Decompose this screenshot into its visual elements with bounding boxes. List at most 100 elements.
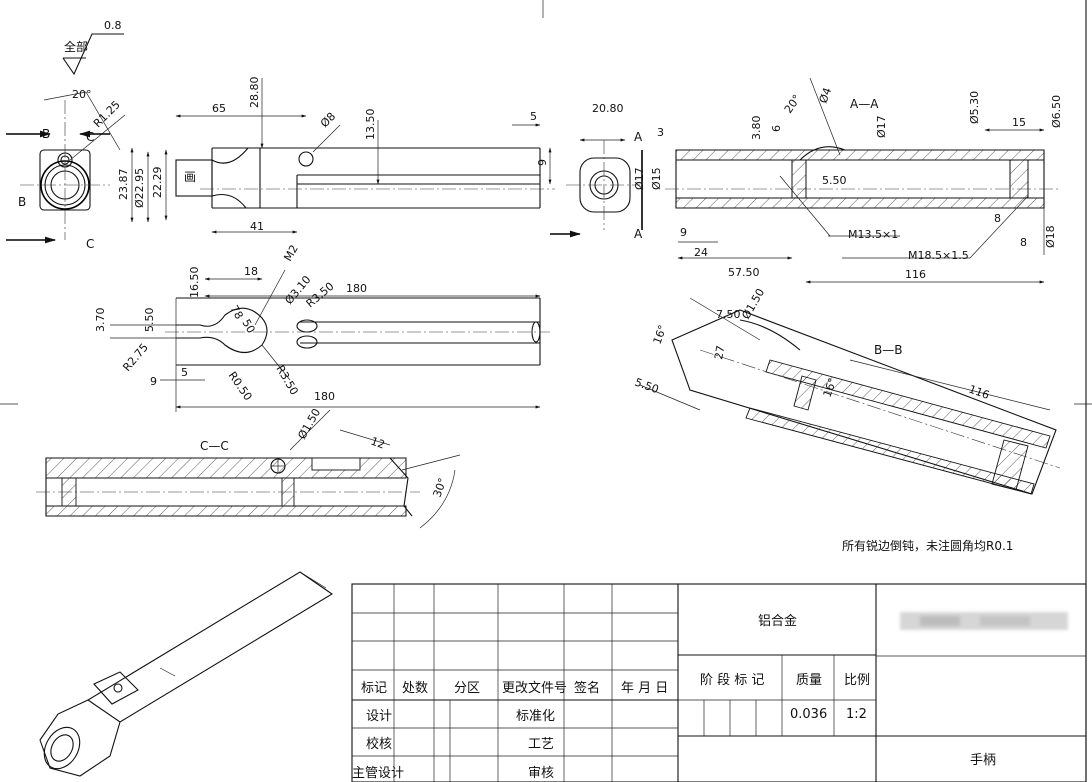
dim-cc-12: 12	[369, 435, 387, 452]
face-mark: 画	[184, 170, 196, 184]
dim-3-70: 3.70	[94, 308, 107, 333]
dim-16-50: 16.50	[188, 267, 201, 299]
dim-22-29: 22.29	[151, 167, 164, 199]
dim-aa-24: 24	[694, 246, 708, 259]
label-c-bottom: C	[86, 237, 94, 251]
tb-stage-label: 阶 段 标 记	[700, 673, 764, 688]
dim-r2-75: R2.75	[120, 341, 151, 374]
dim-aa-57-50: 57.50	[728, 266, 760, 279]
label-aa: A—A	[850, 97, 879, 111]
dim-aa-phi5-30: Ø5.30	[968, 91, 981, 124]
dim-view3-5: 5	[181, 366, 188, 379]
dim-aa-m13: M13.5×1	[848, 228, 898, 241]
dim-5: 5	[530, 110, 537, 123]
roughness-symbol: 全部 0.8	[62, 19, 124, 76]
tb-approval-process: 工艺	[528, 737, 554, 752]
dim-28-80: 28.80	[248, 77, 261, 109]
dim-aa-9: 9	[680, 226, 687, 239]
tb-part-name: 手柄	[970, 753, 996, 768]
dim-aa-3: 3	[657, 126, 664, 139]
dim-view3-9: 9	[150, 375, 157, 388]
dim-phi17: Ø17	[633, 167, 646, 190]
dim-aa-6: 6	[770, 125, 783, 132]
dim-bb-27: 27	[712, 344, 727, 360]
dim-r125: R1.25	[91, 98, 123, 130]
dim-9: 9	[536, 159, 549, 166]
dim-r3-50b: R3.50	[273, 363, 300, 397]
tb-header-signature: 签名	[574, 680, 600, 696]
dim-aa-m18: M18.5×1.5	[908, 249, 969, 262]
tb-approval-review: 审核	[528, 766, 554, 781]
label-a-top: A	[634, 130, 643, 144]
dim-cc-angle30: 30°	[431, 476, 450, 499]
dim-180b: 180	[314, 390, 335, 403]
tb-header-mark: 标记	[361, 681, 387, 696]
tb-material: 铝合金	[758, 613, 797, 629]
dim-13-50: 13.50	[364, 109, 377, 141]
label-b-top: B	[42, 127, 50, 141]
section-bb	[639, 297, 1061, 495]
end-view-left	[6, 91, 126, 244]
tb-header-count: 处数	[402, 681, 428, 696]
section-cc	[36, 409, 461, 529]
roughness-value: 0.8	[104, 19, 122, 32]
general-note: 所有锐边倒钝，未注圆角均R0.1	[842, 538, 1013, 553]
tb-approval-standard: 标准化	[516, 709, 555, 724]
dim-phi8: Ø8	[318, 110, 338, 130]
dim-bb-116: 116	[967, 383, 991, 402]
dim-r0-50: R0.50	[226, 369, 255, 403]
dim-aa-phi17: Ø17	[875, 115, 888, 138]
tb-mass-label: 质量	[796, 673, 822, 688]
tb-header-change-doc: 更改文件号	[502, 681, 567, 696]
dim-m2: M2	[281, 243, 301, 264]
dim-20-80: 20.80	[592, 102, 624, 115]
dim-22-95: Ø22.95	[133, 168, 146, 208]
label-c-top: C	[86, 130, 94, 144]
front-view-tube	[130, 78, 555, 234]
dim-23-87: 23.87	[117, 169, 130, 201]
dim-78: 78	[227, 303, 245, 322]
dim-aa-phi18: Ø18	[1044, 225, 1057, 248]
dim-bb-phi1-50: Ø1.50	[739, 286, 767, 321]
dim-aa-angle20: 20°	[782, 92, 804, 115]
dim-bb-7-50: 7.50	[716, 308, 741, 321]
tb-redacted-company	[900, 612, 1068, 630]
tb-header-date: 年 月 日	[621, 681, 668, 696]
tb-role-check: 校核	[366, 736, 392, 752]
dim-65: 65	[212, 102, 226, 115]
dim-aa-phi4: Ø4	[817, 86, 835, 105]
dim-phi15: Ø15	[650, 167, 663, 190]
section-aa	[665, 77, 1060, 284]
dim-bb-angle16a: 16°	[651, 323, 670, 346]
dim-aa-8a: 8	[994, 212, 1001, 225]
label-a-bottom: A	[634, 227, 643, 241]
dim-bb-angle16b: 16°	[821, 376, 840, 399]
dim-aa-15: 15	[1012, 116, 1026, 129]
dim-41: 41	[250, 220, 264, 233]
label-cc: C—C	[200, 439, 229, 453]
tb-role-chief: 主管设计	[352, 766, 404, 781]
roughness-label: 全部	[64, 39, 88, 54]
dim-cc-phi1-50: Ø1.50	[295, 406, 323, 441]
tb-header-zone: 分区	[454, 681, 480, 696]
end-view-right	[550, 138, 643, 238]
dim-aa-phi6-50: Ø6.50	[1050, 95, 1063, 128]
title-block	[351, 583, 1087, 782]
tb-role-design: 设计	[366, 709, 392, 724]
label-b-left: B	[18, 195, 26, 209]
dim-180a: 180	[346, 282, 367, 295]
dim-aa-3-80: 3.80	[750, 116, 763, 141]
dim-aa-5-50: 5.50	[822, 174, 847, 187]
top-view-tube	[110, 269, 550, 412]
dim-bb-5-50: 5.50	[633, 376, 660, 397]
isometric-handle-sketch	[39, 571, 334, 777]
dim-aa-116: 116	[905, 268, 926, 281]
tb-mass-value: 0.036	[790, 707, 827, 722]
label-bb: B—B	[874, 343, 902, 357]
tb-scale-label: 比例	[844, 673, 870, 688]
dim-18: 18	[244, 265, 258, 278]
dim-5-50: 5.50	[143, 308, 156, 333]
dim-50: 50	[239, 317, 257, 336]
